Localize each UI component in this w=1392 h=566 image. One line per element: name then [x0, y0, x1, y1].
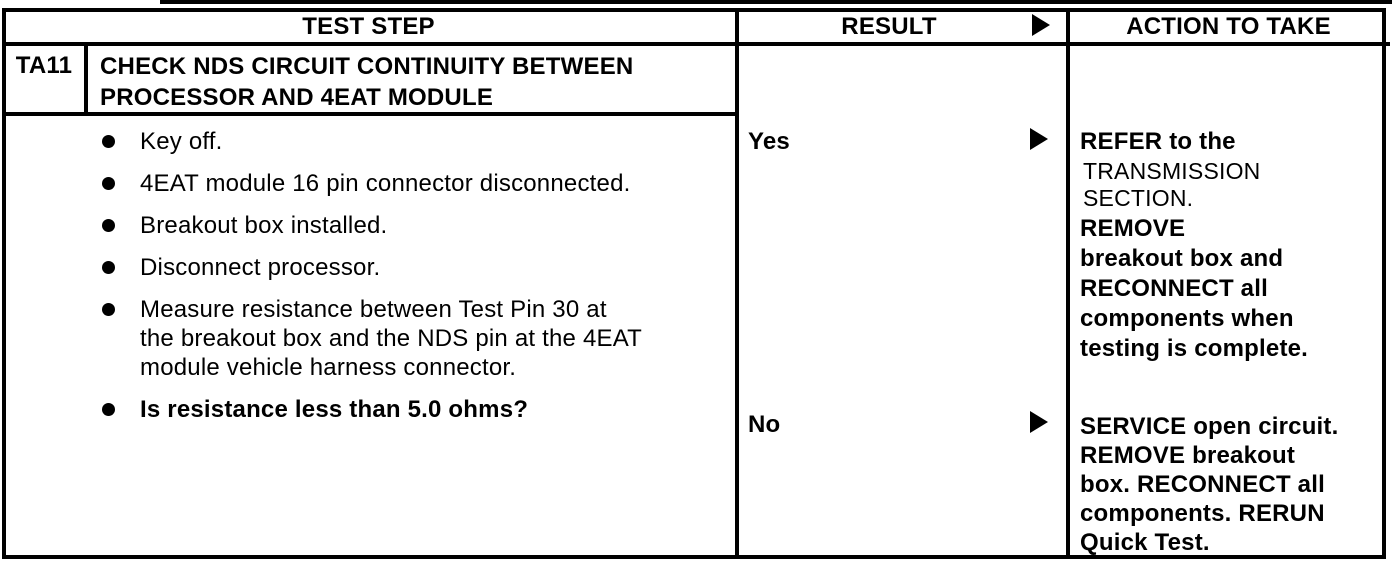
- result-label-yes: Yes: [748, 128, 790, 155]
- bullet-icon: [102, 403, 115, 416]
- bullet-icon: [102, 135, 115, 148]
- step-id-cell-divider: [84, 46, 88, 113]
- bullet-icon: [102, 219, 115, 232]
- col-header-action-to-take: ACTION TO TAKE: [1126, 13, 1331, 40]
- test-step-bullet: Disconnect processor.: [140, 254, 381, 281]
- header-row-underline: [2, 42, 1390, 46]
- result-label-no: No: [748, 411, 781, 438]
- test-step-bullet: Key off.: [140, 128, 223, 155]
- bullet-icon: [102, 261, 115, 274]
- col-header-test-step: TEST STEP: [302, 13, 435, 40]
- action-yes-remove-reconnect: REMOVE breakout box and RECONNECT all co…: [1080, 215, 1309, 362]
- table-frame: [2, 8, 1386, 559]
- test-step-bullet: Breakout box installed.: [140, 212, 388, 239]
- step-id: TA11: [15, 52, 73, 79]
- action-no-service: SERVICE open circuit. REMOVE breakout bo…: [1080, 413, 1339, 556]
- action-yes-section-ref: TRANSMISSION SECTION.: [1083, 158, 1261, 211]
- step-title: CHECK NDS CIRCUIT CONTINUITY BETWEEN PRO…: [100, 53, 634, 111]
- bullet-icon: [102, 177, 115, 190]
- bullet-icon: [102, 303, 115, 316]
- test-step-question-bullet: Is resistance less than 5.0 ohms?: [140, 396, 529, 423]
- test-step-bullet: Measure resistance between Test Pin 30 a…: [140, 296, 642, 381]
- result-no-arrow-icon: [1030, 411, 1048, 433]
- test-step-bullet: 4EAT module 16 pin connector disconnecte…: [140, 170, 631, 197]
- step-title-row-underline: [2, 112, 739, 116]
- divider-result-action: [1066, 8, 1070, 559]
- action-yes-refer: REFER to the: [1080, 128, 1236, 155]
- result-yes-arrow-icon: [1030, 128, 1048, 150]
- scan-artifact-top-line: [160, 0, 1392, 4]
- col-header-result: RESULT: [841, 13, 937, 40]
- divider-test-result: [735, 8, 739, 559]
- header-result-arrow-icon: [1032, 14, 1050, 36]
